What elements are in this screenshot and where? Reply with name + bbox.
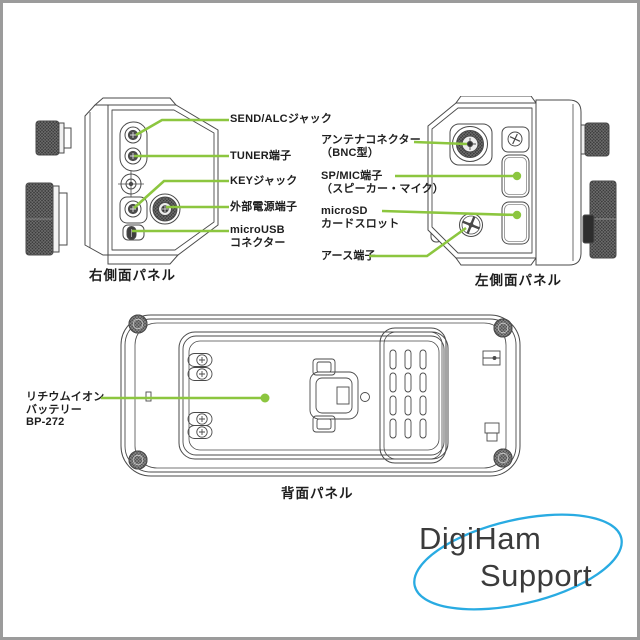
corner-screws (128, 314, 513, 470)
logo-text-support: Support (480, 558, 593, 593)
label-send-alc-jack: SEND/ALCジャック (230, 113, 333, 125)
label-lithium-ion-battery: リチウムイオン バッテリー BP-272 (26, 391, 105, 428)
back-panel-illustration (120, 314, 521, 477)
label-micro-usb-connector: microUSB コネクター (230, 224, 286, 249)
right-side-panel-illustration (25, 97, 219, 265)
tuning-knob-small (35, 120, 60, 156)
battery-latch (309, 358, 359, 433)
caption-left-side-panel: 左側面パネル (475, 273, 562, 288)
label-tuner-jack: TUNER端子 (230, 150, 292, 162)
battery-contacts (187, 353, 213, 439)
microsd-cover (501, 201, 530, 245)
caption-back-panel: 背面パネル (281, 486, 354, 501)
label-sp-mic-jack: SP/MIC端子 （スピーカー・マイク） (321, 170, 444, 195)
logo-ellipse (413, 513, 623, 611)
vent-slots (389, 349, 427, 439)
caption-right-side-panel: 右側面パネル (89, 268, 176, 283)
label-ground-terminal: アース端子 (321, 250, 376, 262)
label-key-jack: KEYジャック (230, 175, 298, 187)
left-side-panel-illustration (427, 96, 617, 266)
label-antenna-connector: アンテナコネクター （BNC型） (321, 134, 421, 159)
volume-knob (584, 122, 610, 157)
label-microsd-card-slot: microSD カードスロット (321, 205, 400, 230)
label-external-power-jack: 外部電源端子 (230, 201, 298, 213)
battery-compartment (178, 331, 449, 460)
logo-text-digiham: DigiHam (419, 521, 542, 556)
vent-panel (379, 327, 447, 464)
